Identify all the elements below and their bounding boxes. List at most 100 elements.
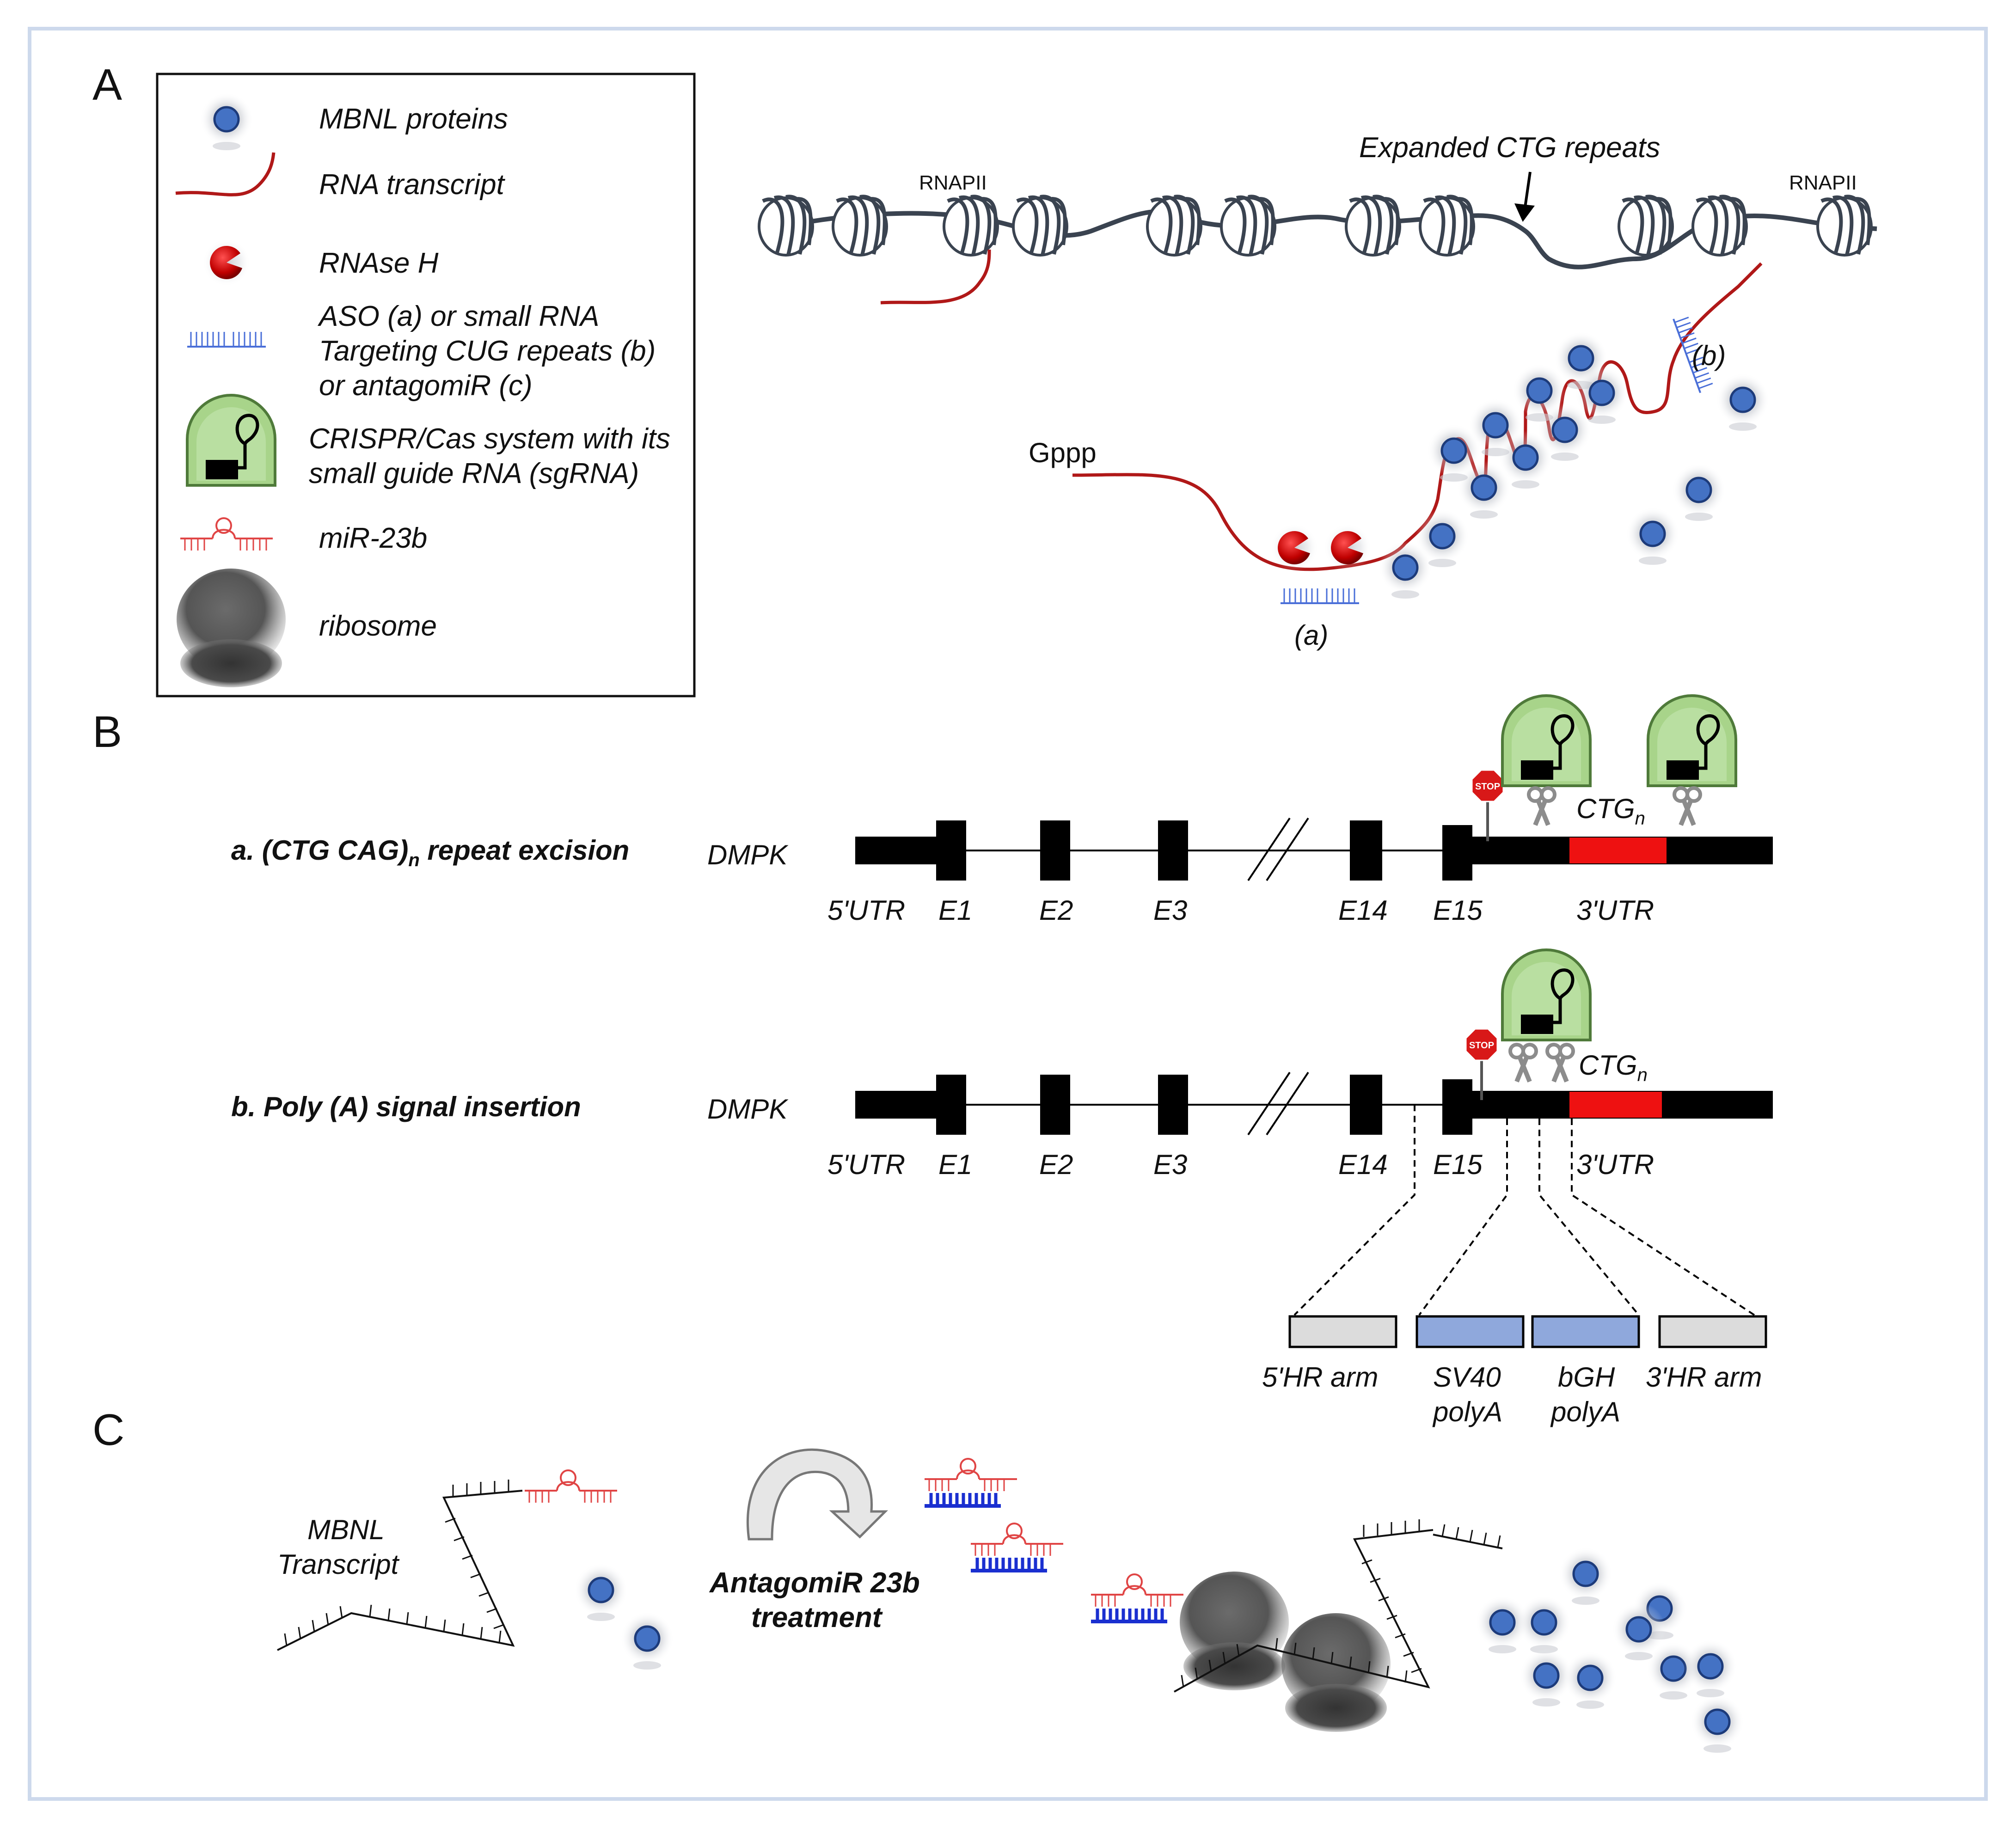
aso-a-label: (a) [1294, 620, 1328, 651]
nucleosome [1221, 196, 1275, 255]
panel-a-diagram: RNAPII RNAPII Expanded CTG repeats Gppp … [759, 132, 1877, 651]
mir-23b-icon [524, 1469, 618, 1504]
mbnl-protein [1716, 373, 1770, 431]
insert-3hr-arm [1658, 1315, 1767, 1348]
mbnl-transcript-left [277, 1490, 523, 1651]
row-a-ctg-label: CTGn [1576, 793, 1645, 829]
row-b-ctg-label: CTGn [1579, 1050, 1648, 1085]
insert-sv40-polya [1415, 1315, 1525, 1348]
row-b-exon-e1 [936, 1075, 966, 1135]
row-b-exon-e14 [1350, 1075, 1382, 1135]
row-b-label-e15: E15 [1433, 1149, 1483, 1180]
row-a-gene-label: DMPK [707, 839, 789, 870]
row-b-exon-e3 [1158, 1075, 1188, 1135]
legend-rnase-icon [202, 239, 251, 287]
legend-mir-label: miR-23b [319, 522, 427, 554]
row-a-label-e3: E3 [1153, 895, 1187, 926]
row-b-ctg-repeat [1569, 1092, 1662, 1118]
nucleosome [1818, 196, 1871, 255]
row-a-label-e2: E2 [1039, 895, 1073, 926]
row-b-scissors-icon [1510, 1045, 1536, 1082]
ribosome-icon [1281, 1613, 1391, 1732]
row-a-exon-e15 [1442, 825, 1472, 881]
nucleosome [1346, 196, 1400, 255]
insert-bgh-polya [1531, 1315, 1640, 1348]
transcript-right-tail [1433, 1534, 1503, 1549]
row-a-break [1247, 817, 1309, 881]
panel-label-b: B [92, 707, 122, 757]
row-b-label-e2: E2 [1039, 1149, 1073, 1180]
insert-bgh-label: bGH [1558, 1362, 1615, 1393]
nucleosome [1420, 196, 1474, 255]
row-b-crispr-icon [1502, 950, 1590, 1040]
mbnl-protein [574, 1563, 628, 1621]
row-a-label-e15: E15 [1433, 895, 1483, 926]
treatment-label-1: AntagomiR 23b [709, 1567, 920, 1599]
nucleosome [1693, 196, 1746, 255]
row-a-stop-icon [1472, 770, 1503, 841]
antagomir-complex-icon [925, 1459, 1017, 1506]
insert-5hr-label: 5'HR arm [1262, 1362, 1378, 1393]
rnapii-right-label: RNAPII [1789, 171, 1857, 194]
gppp-label: Gppp [1029, 437, 1097, 468]
row-a-exon-e2 [1040, 820, 1070, 881]
insert-bgh-label-2: polyA [1550, 1396, 1620, 1427]
row-a-stop-text: STOP [1475, 782, 1500, 792]
legend-crispr-icon [187, 395, 275, 485]
transcript-teeth [284, 1480, 509, 1646]
legend-ribosome-icon [177, 569, 286, 687]
nascent-rna-left [880, 249, 991, 305]
legend: MBNL proteins RNA transcript RNAse H ASO… [156, 73, 696, 697]
legend-aso-label-1: ASO (a) or small RNA [317, 300, 599, 332]
ctg-repeats-label: Expanded CTG repeats [1359, 132, 1660, 164]
row-b-break [1247, 1071, 1309, 1136]
row-a-label-e14: E14 [1338, 895, 1388, 926]
legend-aso-label-3: or antagomiR (c) [319, 370, 533, 402]
mbnl-protein [1517, 1596, 1571, 1653]
row-b-scissors-icon [1547, 1045, 1573, 1082]
antagomir-complex-icon [971, 1523, 1063, 1571]
legend-rnase-label: RNAse H [319, 247, 439, 279]
treatment-label-2: treatment [751, 1602, 883, 1633]
rnase-h-icon [1270, 524, 1318, 572]
nucleosome [944, 196, 998, 255]
row-a-scissors-icon [1529, 788, 1555, 825]
ctg-arrow [1523, 171, 1532, 211]
nucleosome [759, 196, 813, 255]
aso-icon [1280, 587, 1360, 604]
row-a-exon-e3 [1158, 820, 1188, 881]
legend-mbnl-label: MBNL proteins [319, 103, 508, 135]
row-b-label-e14: E14 [1338, 1149, 1388, 1180]
legend-ribosome-label: ribosome [319, 610, 437, 642]
row-a-ctg-repeat [1569, 838, 1667, 863]
row-b-label-e3: E3 [1153, 1149, 1187, 1180]
legend-rna-label: RNA transcript [319, 169, 506, 201]
treatment-arrow-icon [747, 1448, 889, 1541]
insert-5hr-arm [1288, 1315, 1397, 1348]
mbnl-protein [1563, 1651, 1617, 1709]
antagomir-complex-icon [1091, 1574, 1183, 1621]
nucleosome [833, 196, 887, 255]
row-a-label-5utr: 5'UTR [827, 895, 905, 926]
panel-label-a: A [92, 60, 122, 110]
nucleosome [1013, 196, 1067, 255]
ctg-arrow-head [1514, 203, 1535, 222]
transcript-teeth [1181, 1519, 1422, 1688]
legend-crispr-label-2: small guide RNA (sgRNA) [309, 458, 639, 489]
row-a-scissors-icon [1674, 788, 1700, 825]
insert-zoom-lines [1293, 1105, 1755, 1316]
mbnl-transcript-label-1: MBNL [307, 1514, 385, 1545]
rnapii-left-label: RNAPII [919, 171, 987, 194]
panel-b-diagram: a. (CTG CAG)n repeat excision DMPK STOP … [231, 696, 1773, 1427]
figure-border [28, 27, 1988, 1801]
mbnl-transcript-label-2: Transcript [277, 1549, 400, 1580]
row-b-5utr [855, 1091, 936, 1119]
row-b-exon-e15 [1442, 1079, 1472, 1135]
row-b-label-e1: E1 [938, 1149, 972, 1180]
row-a-crispr-icon [1502, 696, 1590, 786]
row-b-label-5utr: 5'UTR [827, 1149, 905, 1180]
row-b-title: b. Poly (A) signal insertion [231, 1091, 581, 1122]
mbnl-protein [1672, 463, 1726, 521]
row-b-label-3utr: 3'UTR [1576, 1149, 1654, 1180]
panel-label-c: C [92, 1405, 124, 1455]
